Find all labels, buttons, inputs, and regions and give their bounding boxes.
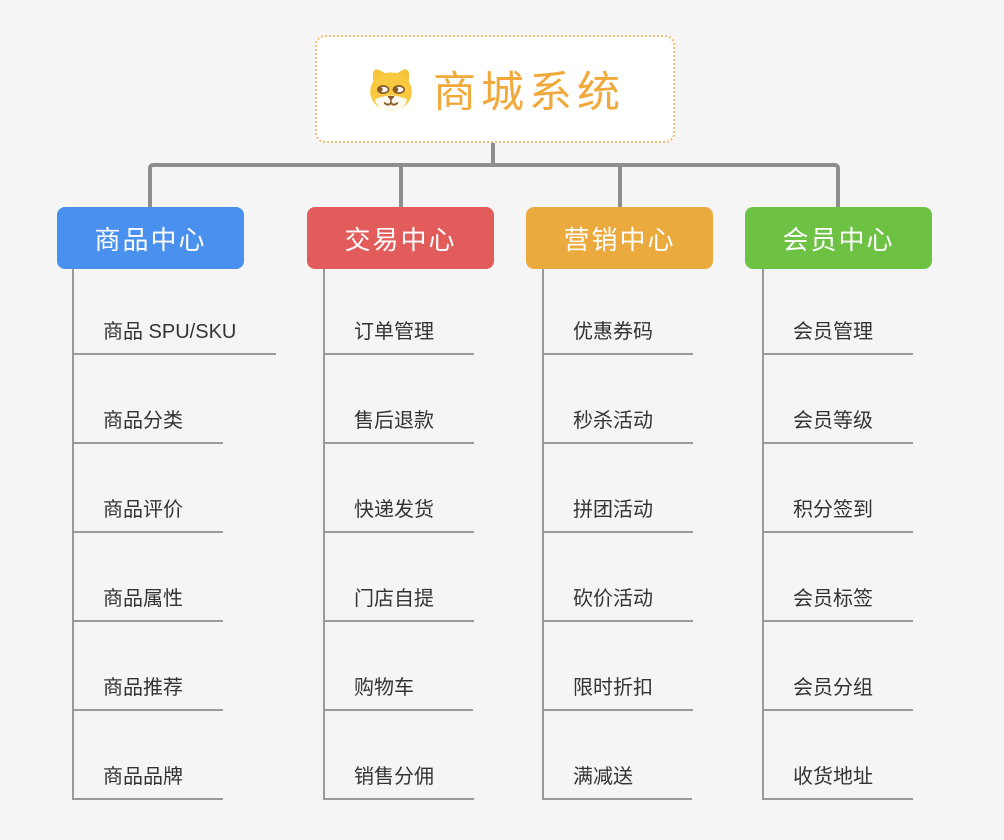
column-line (542, 269, 544, 800)
sub-topic[interactable]: 收货地址 (762, 711, 913, 800)
sub-topic[interactable]: 订单管理 (323, 266, 474, 355)
branch-node-1[interactable]: 商品中心 (57, 207, 244, 269)
sub-topic[interactable]: 商品分类 (72, 355, 223, 444)
sub-topic[interactable]: 商品评价 (72, 444, 223, 533)
sub-topic[interactable]: 秒杀活动 (542, 355, 693, 444)
column-line (72, 269, 74, 800)
sub-topic[interactable]: 销售分佣 (323, 711, 474, 800)
branch-node-2[interactable]: 交易中心 (307, 207, 494, 269)
sub-topic[interactable]: 售后退款 (323, 355, 474, 444)
sub-topic[interactable]: 会员等级 (762, 355, 913, 444)
sub-topic[interactable]: 拼团活动 (542, 444, 693, 533)
sub-topic[interactable]: 商品 SPU/SKU (72, 266, 277, 355)
branch-column-3: 优惠券码秒杀活动拼团活动砍价活动限时折扣满减送 (542, 266, 693, 800)
sub-topic[interactable]: 会员分组 (762, 622, 913, 711)
sub-topic[interactable]: 快递发货 (323, 444, 474, 533)
sub-topic[interactable]: 会员标签 (762, 533, 913, 622)
connector-root-stub (491, 143, 495, 167)
column-line (762, 269, 764, 800)
root-node[interactable]: 商城系统 (315, 35, 675, 143)
sub-topic[interactable]: 限时折扣 (542, 622, 693, 711)
branch-node-4[interactable]: 会员中心 (745, 207, 932, 269)
connector-drop-branch2 (399, 167, 403, 207)
branch-column-2: 订单管理售后退款快递发货门店自提购物车销售分佣 (323, 266, 474, 800)
sub-topic[interactable]: 购物车 (323, 622, 473, 711)
sub-topic[interactable]: 砍价活动 (542, 533, 693, 622)
sub-topic[interactable]: 商品推荐 (72, 622, 223, 711)
branch-node-3[interactable]: 营销中心 (526, 207, 713, 269)
column-line (323, 269, 325, 800)
sub-topic[interactable]: 优惠券码 (542, 266, 693, 355)
connector-elbow-right (493, 163, 840, 207)
sub-topic[interactable]: 积分签到 (762, 444, 913, 533)
branch-column-4: 会员管理会员等级积分签到会员标签会员分组收货地址 (762, 266, 913, 800)
sub-topic[interactable]: 会员管理 (762, 266, 913, 355)
connector-elbow-left (148, 163, 493, 207)
sub-topic[interactable]: 商品属性 (72, 533, 223, 622)
sub-topic[interactable]: 门店自提 (323, 533, 474, 622)
dog-face-icon (370, 69, 412, 111)
sub-topic[interactable]: 满减送 (542, 711, 692, 800)
sub-topic[interactable]: 商品品牌 (72, 711, 223, 800)
root-title: 商城系统 (433, 69, 625, 117)
connector-drop-branch3 (618, 167, 622, 207)
